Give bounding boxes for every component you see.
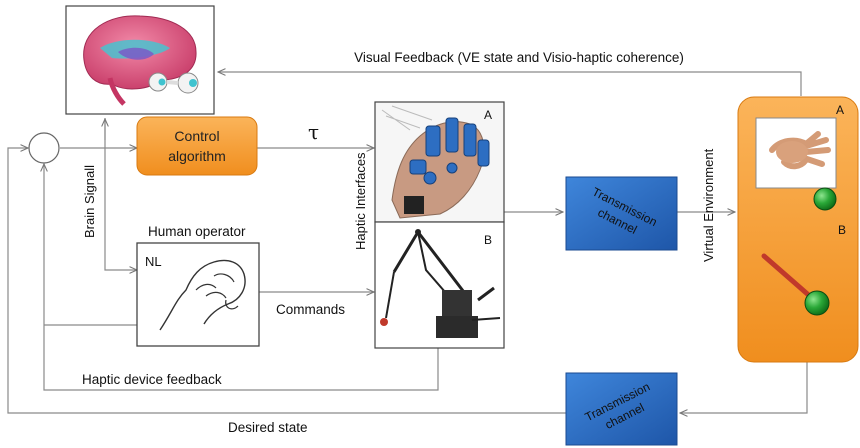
haptic-interfaces-label: Haptic Interfaces [353,152,368,250]
ve-to-transmission-wire [680,362,808,413]
haptic-feedback-wire [44,164,439,391]
ve-label-a: A [836,103,844,117]
control-label-line2: algorithm [168,148,226,164]
haptic-arm-image [374,221,505,349]
ve-pendulum-ball [804,290,830,316]
ve-sphere-a [813,187,837,211]
human-operator-title: Human operator [148,224,246,239]
tau-symbol: τ [308,120,319,144]
visual-feedback-wire [218,72,802,96]
virtual-hand-image [755,117,837,189]
brain-signal-label: Brain Signall [82,165,97,238]
summing-junction [28,132,60,164]
desired-state-label: Desired state [228,420,308,435]
brain-signal-wire [104,118,137,270]
arm-label-b: B [484,233,492,247]
desired-state-wire [7,148,566,414]
brain-image [65,5,215,115]
transmission-channel-top [565,176,678,251]
commands-label: Commands [276,302,345,317]
control-label-line1: Control [174,128,219,144]
haptic-glove-image [374,101,505,223]
glove-label-a: A [484,108,492,122]
transmission-channel-bottom [565,372,678,446]
visual-feedback-label: Visual Feedback (VE state and Visio-hapt… [354,50,684,65]
ve-pendulum-rod [761,253,815,301]
virtual-environment-label: Virtual Environment [701,148,716,262]
control-algorithm-box [136,116,258,176]
nl-label: NL [145,254,162,269]
human-operator-box [136,242,260,347]
haptic-device-feedback-label: Haptic device feedback [82,372,222,387]
ve-label-b: B [838,223,846,237]
